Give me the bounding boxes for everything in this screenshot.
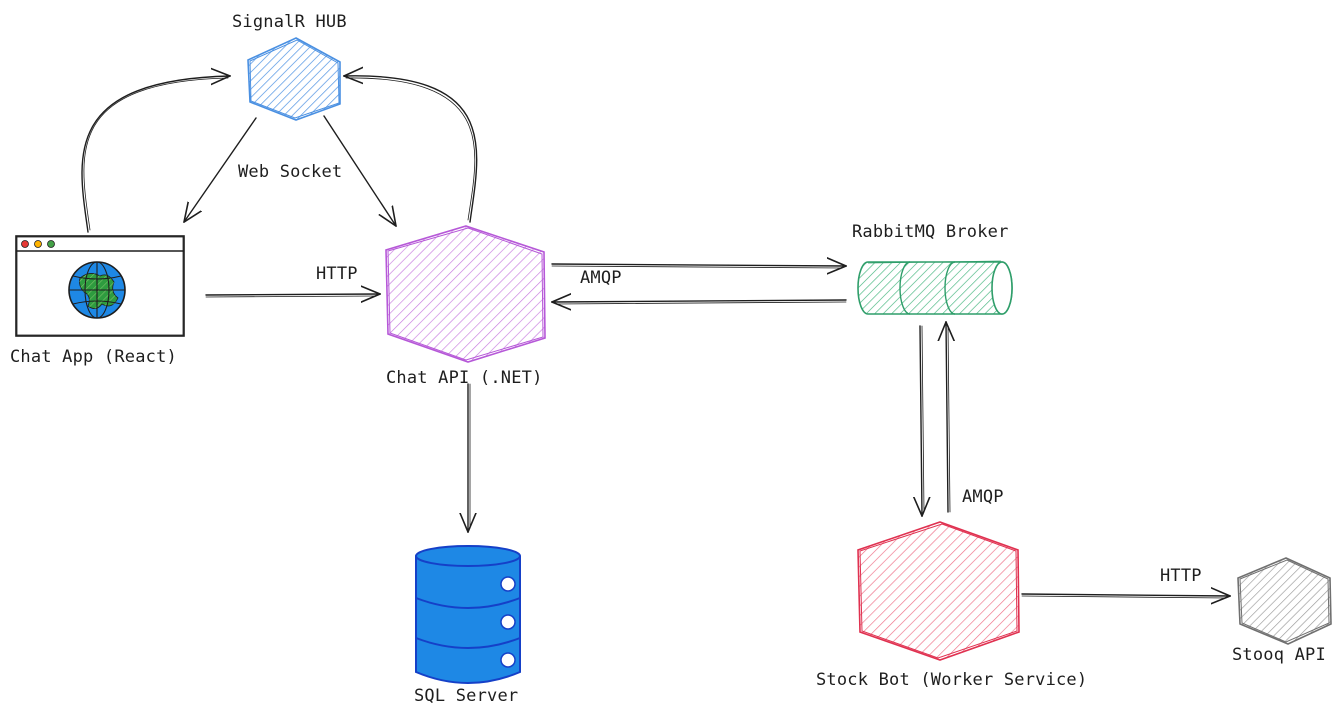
arrow-bot-to-broker — [946, 322, 948, 513]
stock-bot-label: Stock Bot (Worker Service) — [816, 670, 1088, 690]
chat-api-label: Chat API (.NET) — [386, 368, 543, 388]
arrow-hub-to-api — [323, 115, 396, 226]
sql-server-label: SQL Server — [414, 686, 519, 706]
arrow-hub-to-app — [184, 117, 257, 222]
amqp-bot-broker-label: AMQP — [962, 487, 1004, 507]
http-bot-stooq-label: HTTP — [1160, 566, 1202, 586]
arrow-api-to-hub — [344, 76, 478, 223]
amqp-api-broker-label: AMQP — [580, 268, 622, 288]
chat-api-node — [385, 225, 546, 363]
stock-bot-node — [857, 521, 1020, 661]
window-close-dot — [21, 240, 29, 248]
window-maximize-dot — [47, 240, 55, 248]
window-minimize-dot — [34, 240, 42, 248]
stooq-api-label: Stooq API — [1232, 645, 1326, 665]
sql-server-database-icon — [415, 545, 521, 684]
signalr-hub-label: SignalR HUB — [232, 12, 347, 32]
rabbitmq-broker-icon — [857, 260, 1013, 315]
chat-app-browser-icon — [15, 235, 185, 337]
arrow-broker-to-api — [552, 300, 847, 302]
arrow-bot-to-stooq — [1021, 594, 1230, 596]
http-app-api-label: HTTP — [316, 264, 358, 284]
web-socket-label: Web Socket — [238, 162, 343, 182]
rabbitmq-broker-label: RabbitMQ Broker — [852, 222, 1009, 242]
chat-app-label: Chat App (React) — [10, 347, 177, 367]
stooq-api-node — [1237, 557, 1332, 645]
arrow-api-to-broker — [551, 264, 846, 266]
globe-icon — [68, 261, 126, 319]
arrow-broker-to-bot — [920, 325, 922, 516]
signalr-hub-node — [247, 37, 341, 121]
arrow-app-to-api — [205, 294, 380, 295]
arrow-app-to-hub — [81, 76, 230, 233]
